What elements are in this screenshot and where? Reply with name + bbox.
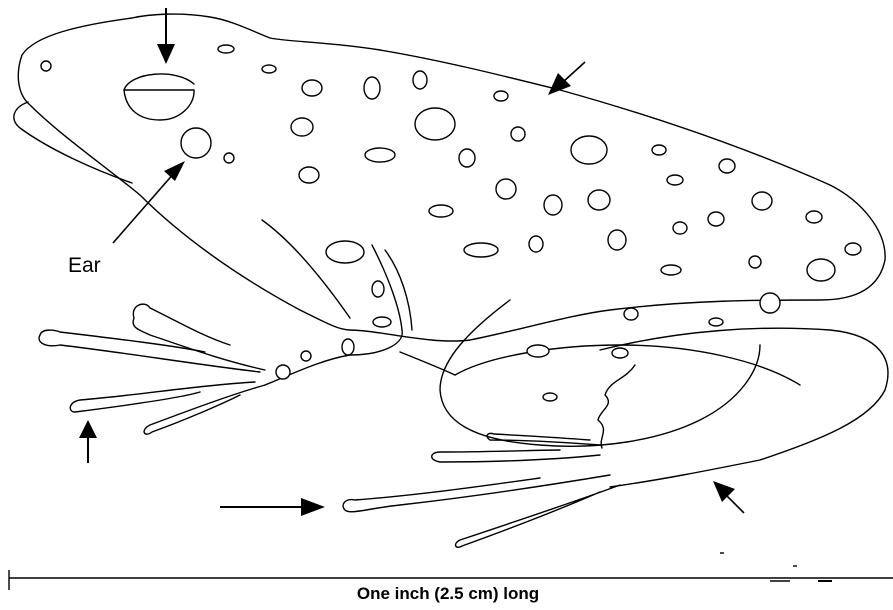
- spot: [365, 148, 395, 162]
- spot: [415, 108, 455, 140]
- spot: [661, 265, 681, 275]
- spot: [364, 77, 380, 99]
- frog-front-leg-back: [265, 245, 402, 385]
- spot: [372, 281, 384, 297]
- spot: [527, 345, 549, 357]
- spot: [624, 308, 638, 320]
- arrow-back: [548, 62, 585, 95]
- spot: [301, 351, 311, 361]
- spot: [719, 159, 735, 173]
- spot: [544, 195, 562, 215]
- ear-label: Ear: [68, 254, 101, 277]
- frog-eye: [124, 90, 194, 120]
- spot: [806, 211, 822, 223]
- spot: [429, 205, 453, 217]
- spot: [262, 65, 276, 73]
- spot: [373, 317, 391, 327]
- spot: [652, 145, 666, 155]
- frog-body: [18, 14, 885, 341]
- frog-outline: [14, 14, 888, 547]
- spot: [326, 241, 364, 263]
- spot: [543, 393, 557, 401]
- spot: [291, 118, 313, 136]
- spot: [302, 80, 322, 96]
- frog-eyelid: [124, 74, 194, 90]
- spot: [588, 190, 610, 210]
- spot: [511, 127, 525, 141]
- spot: [529, 236, 543, 252]
- frog-front-toe-2: [39, 330, 260, 372]
- spot: [276, 365, 290, 379]
- spot: [709, 318, 723, 326]
- spot: [464, 243, 498, 257]
- spot: [459, 149, 475, 167]
- frog-spots: [41, 45, 861, 401]
- spot: [571, 136, 607, 164]
- spot: [667, 175, 683, 185]
- spot: [494, 91, 508, 101]
- frog-hind-toe-2: [432, 450, 600, 462]
- spot: [708, 212, 724, 226]
- spot: [845, 243, 861, 255]
- spot: [673, 222, 687, 234]
- arrow-ear: [113, 161, 185, 243]
- spot: [612, 348, 628, 358]
- frog-skin-fold: [598, 365, 635, 448]
- spot: [41, 61, 51, 71]
- arrow-hind-leg: [713, 481, 744, 513]
- spot: [496, 179, 516, 199]
- arrow-hind-foot: [220, 498, 325, 516]
- spot: [342, 339, 354, 355]
- frog-hind-leg: [600, 328, 888, 487]
- spot: [752, 192, 772, 210]
- arrow-front-foot: [79, 420, 97, 463]
- spot: [218, 45, 234, 53]
- spot: [608, 230, 626, 250]
- frog-front-toe-4: [144, 385, 265, 434]
- arrow-eye: [157, 8, 175, 64]
- spot: [181, 128, 211, 158]
- spot: [224, 153, 234, 163]
- frog-front-leg-inner: [385, 250, 412, 330]
- frog-hind-toe-1: [487, 433, 600, 445]
- frog-hind-toe-3: [343, 475, 610, 512]
- spot: [749, 256, 761, 268]
- spot: [299, 167, 319, 183]
- spot: [760, 293, 780, 313]
- spot: [413, 71, 427, 89]
- frog-front-leg-upper: [262, 220, 350, 318]
- frog-front-toe-1: [133, 304, 265, 370]
- scale-bar: One inch (2.5 cm) long: [9, 553, 893, 603]
- scale-label: One inch (2.5 cm) long: [357, 584, 539, 603]
- spot: [807, 259, 835, 281]
- pointer-arrows: [79, 8, 744, 516]
